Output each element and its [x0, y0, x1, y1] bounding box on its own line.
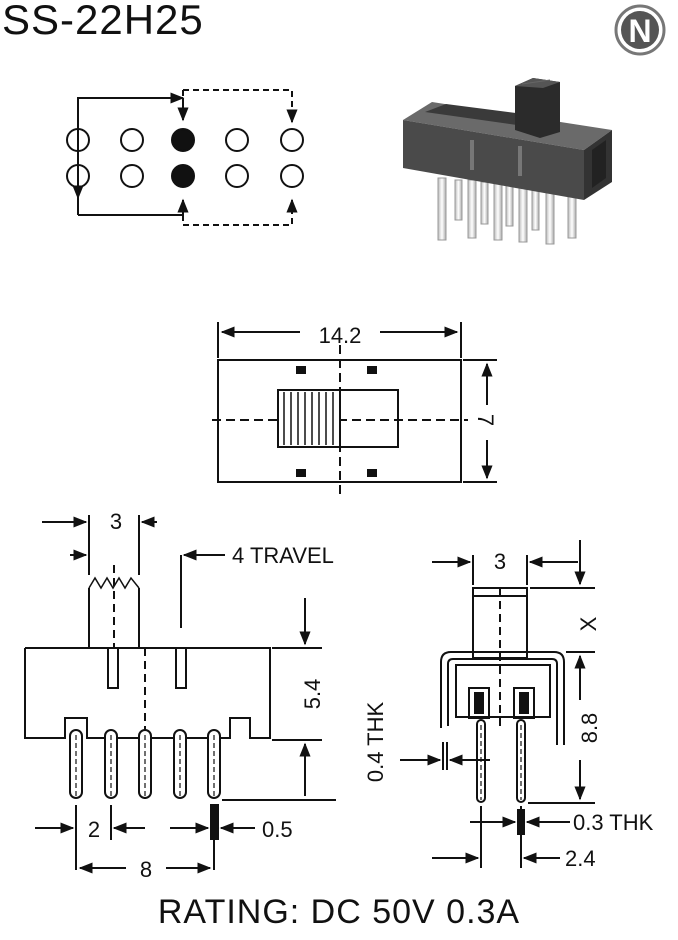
front-view [24, 515, 336, 874]
dim-width: 14.2 [319, 323, 362, 348]
side-view [400, 540, 595, 868]
circuit-schematic [66, 89, 304, 226]
dim-pitch: 2 [88, 817, 100, 842]
brand-logo: N [614, 4, 666, 56]
dim-thk-03: 0.3 THK [573, 810, 654, 835]
model-title: SS-22H25 [2, 0, 204, 43]
dim-x: X [576, 616, 601, 631]
dim-thk-04: 0.4 THK [363, 702, 388, 783]
dim-travel: 4 TRAVEL [232, 543, 334, 568]
dim-height: 7 [473, 414, 498, 426]
logo-letter: N [628, 13, 651, 49]
top-view [212, 322, 497, 497]
dim-side-height: 8.8 [577, 713, 602, 744]
dim-row: 2.4 [565, 846, 596, 871]
dim-pin-width: 0.5 [262, 817, 293, 842]
dim-side-knob: 3 [494, 549, 506, 574]
dim-span: 8 [140, 857, 152, 882]
dim-knob: 3 [110, 509, 122, 534]
dim-body-height: 5.4 [300, 679, 325, 710]
product-photo [403, 78, 612, 245]
rating-text: RATING: DC 50V 0.3A [157, 893, 521, 931]
